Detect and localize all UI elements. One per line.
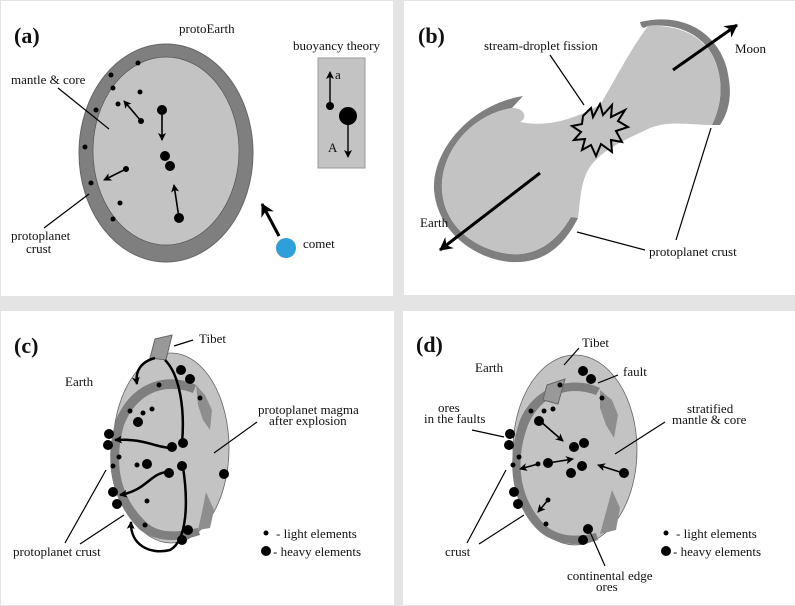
crust-label-line1: protoplanet <box>11 228 71 243</box>
heavy-elements <box>103 365 229 545</box>
tibet-label: Tibet <box>582 335 609 350</box>
stratified-leader <box>614 421 666 455</box>
ores-label-line1: ores <box>438 400 460 415</box>
crust-label: protoplanet crust <box>13 544 101 559</box>
earth-label: Earth <box>420 215 449 230</box>
mantle-leader-line <box>57 87 110 130</box>
crust-leader-2 <box>79 514 125 545</box>
panel-c: (c) Tibet Earth protoplanet m <box>1 311 394 605</box>
light-elements <box>510 382 605 527</box>
fragment-lower <box>600 490 620 534</box>
light-elements <box>110 382 203 528</box>
crust-leader-earth <box>576 231 646 251</box>
legend-heavy-icon <box>661 546 671 556</box>
buoyancy-arrows <box>103 100 184 223</box>
crust-label: crust <box>445 544 471 559</box>
panel-c-tag: (c) <box>14 333 38 358</box>
fission-leader-line <box>549 54 585 106</box>
mantle-light-elements <box>115 89 143 206</box>
earth-label: Earth <box>475 360 504 375</box>
protoearth-title: protoEarth <box>179 21 235 36</box>
panel-b: (b) stream-droplet fission Moon Earth pr… <box>404 1 795 295</box>
legend-light-icon <box>263 530 269 536</box>
magma-label-line2: after explosion <box>269 413 347 428</box>
fission-label: stream-droplet fission <box>484 38 598 53</box>
fragment-lower <box>198 492 214 530</box>
buoyancy-small-label: a <box>335 67 341 82</box>
legend-light-icon <box>663 530 669 536</box>
mantle-core-label: mantle & core <box>11 72 86 87</box>
fault-label: fault <box>623 364 647 379</box>
circulation-line-up <box>164 359 185 444</box>
panel-a: (a) protoEarth mantle & core <box>1 1 393 296</box>
moon-arrow <box>672 23 738 72</box>
ores-label-line2: in the faults <box>424 411 485 426</box>
stratified-label-line1: stratified <box>687 401 734 416</box>
magma-label-line1: protoplanet magma <box>258 402 359 417</box>
legend-light-label: - light elements <box>676 526 757 541</box>
crust-light-elements <box>82 60 141 222</box>
legend-heavy-label: - heavy elements <box>273 544 361 559</box>
circulation-arrow-top <box>131 356 156 385</box>
crust-leader-2 <box>478 514 525 545</box>
tibet-label: Tibet <box>199 331 226 346</box>
panel-a-tag: (a) <box>14 23 40 48</box>
heavy-elements <box>504 366 629 545</box>
fault-fragment <box>600 390 618 438</box>
comet-label: comet <box>303 236 335 251</box>
legend-light-label: - light elements <box>276 526 357 541</box>
circulation-arrow-bottom <box>126 466 188 553</box>
edge-label-line1: continental edge <box>567 568 653 583</box>
stratified-label-line2: mantle & core <box>672 412 747 427</box>
panel-d: (d) Tibet Earth fau <box>403 311 795 605</box>
magma-leader <box>213 421 258 454</box>
legend-heavy-label: - heavy elements <box>673 544 761 559</box>
crust-leader-1 <box>64 469 107 544</box>
crust-leader-line <box>43 193 90 229</box>
tibet-leader <box>173 339 194 347</box>
buoyancy-title: buoyancy theory <box>293 38 381 53</box>
tibet-leader <box>563 347 580 366</box>
comet-trajectory-arrow <box>260 203 281 237</box>
protoearth-mantle <box>92 56 240 246</box>
panel-d-tag: (d) <box>416 332 443 357</box>
legend-heavy-icon <box>261 546 271 556</box>
earth-label: Earth <box>65 374 94 389</box>
protoplanet-crust-label: protoplanet crust <box>649 244 737 259</box>
ores-leader <box>471 429 505 438</box>
fault-leader <box>597 374 619 384</box>
moon-label: Moon <box>735 41 767 56</box>
crust-label-line2: crust <box>26 241 52 256</box>
buoyancy-large-label: A <box>328 140 338 155</box>
panel-b-tag: (b) <box>418 23 445 48</box>
comet-icon <box>276 238 296 258</box>
crust-leader-moon <box>675 127 712 241</box>
edge-label-line2: ores <box>596 579 618 594</box>
stratification-arrows <box>519 420 624 513</box>
explosion-icon <box>569 101 631 159</box>
edge-leader <box>589 531 606 567</box>
earth-arrow <box>439 171 541 252</box>
crust-leader-1 <box>466 469 507 544</box>
